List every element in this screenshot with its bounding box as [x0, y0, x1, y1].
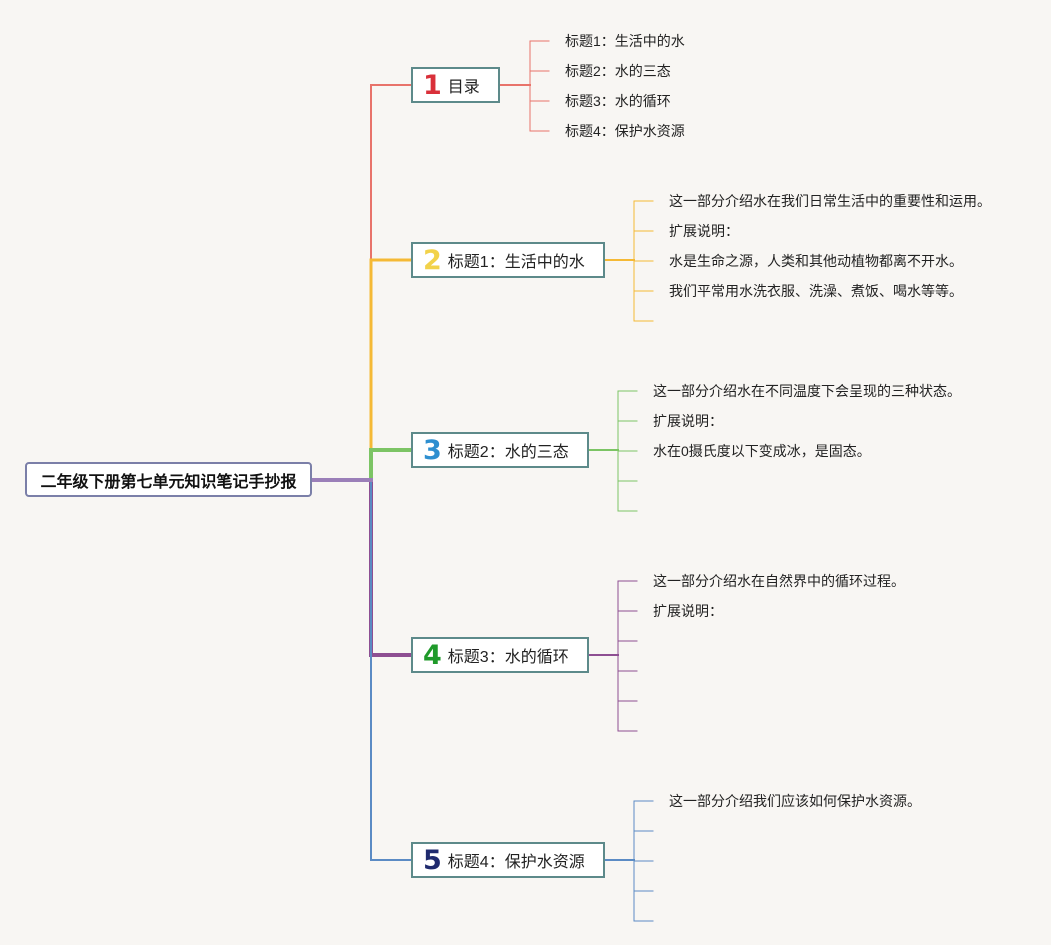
- branch-number-1: 1: [423, 69, 442, 101]
- branch-number-2: 2: [423, 244, 442, 276]
- branch-label: 标题4：保护水资源: [447, 854, 585, 871]
- branch-number-4: 4: [423, 639, 442, 671]
- branch-node-1[interactable]: 1 目录: [411, 67, 500, 103]
- branch-label: 标题2：水的三态: [447, 444, 569, 461]
- leaf-text[interactable]: 水在0摄氏度以下变成冰，是固态。: [653, 443, 871, 459]
- root-node[interactable]: 二年级下册第七单元知识笔记手抄报: [25, 462, 312, 497]
- leaf-text[interactable]: 标题4：保护水资源: [565, 123, 685, 139]
- leaf-text[interactable]: 这一部分介绍水在自然界中的循环过程。: [653, 573, 905, 589]
- leaf-text[interactable]: 扩展说明：: [653, 603, 723, 619]
- branch-number-5: 5: [423, 844, 442, 876]
- leaf-text[interactable]: 这一部分介绍我们应该如何保护水资源。: [669, 793, 921, 809]
- branch-node-2[interactable]: 2 标题1：生活中的水: [411, 242, 605, 278]
- leaf-text[interactable]: 我们平常用水洗衣服、洗澡、煮饭、喝水等等。: [669, 283, 963, 299]
- root-label: 二年级下册第七单元知识笔记手抄报: [40, 473, 297, 491]
- leaf-text[interactable]: 标题2：水的三态: [565, 63, 671, 79]
- branch-number-3: 3: [423, 434, 442, 466]
- branch-label: 标题3：水的循环: [447, 649, 569, 666]
- leaf-text[interactable]: 水是生命之源，人类和其他动植物都离不开水。: [669, 253, 963, 269]
- branch-label: 目录: [447, 79, 480, 96]
- branch-label: 标题1：生活中的水: [447, 254, 585, 271]
- leaf-text[interactable]: 标题3：水的循环: [565, 93, 671, 109]
- leaf-text[interactable]: 这一部分介绍水在我们日常生活中的重要性和运用。: [669, 193, 991, 209]
- leaf-text[interactable]: 扩展说明：: [669, 223, 739, 239]
- leaf-text[interactable]: 这一部分介绍水在不同温度下会呈现的三种状态。: [653, 383, 961, 399]
- leaf-text[interactable]: 标题1：生活中的水: [565, 33, 685, 49]
- branch-node-5[interactable]: 5 标题4：保护水资源: [411, 842, 605, 878]
- branch-node-3[interactable]: 3 标题2：水的三态: [411, 432, 589, 468]
- branch-node-4[interactable]: 4 标题3：水的循环: [411, 637, 589, 673]
- leaf-text[interactable]: 扩展说明：: [653, 413, 723, 429]
